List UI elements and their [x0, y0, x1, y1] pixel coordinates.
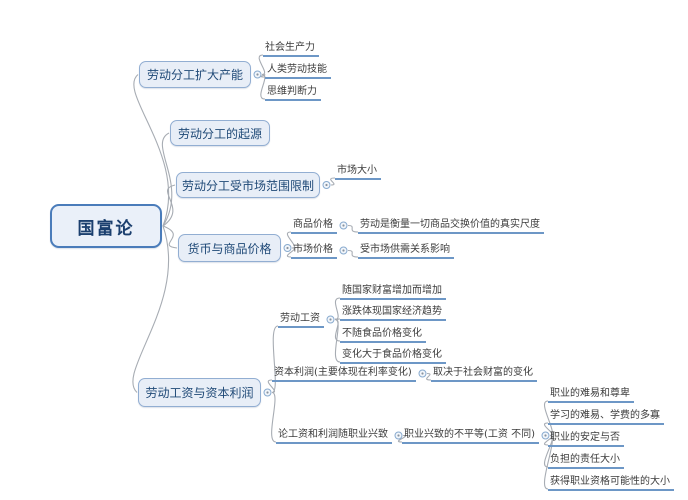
- branch-wages-and-capital-profit[interactable]: 劳动工资与资本利润: [138, 378, 261, 407]
- leaf-thinking-judgment[interactable]: 思维判断力: [265, 84, 321, 101]
- leaf-social-productivity[interactable]: 社会生产力: [263, 40, 319, 57]
- leaf-depends-on-social-wealth[interactable]: 取决于社会财富的变化: [431, 365, 537, 382]
- root-topic-wealth-of-nations[interactable]: 国富论: [50, 204, 162, 248]
- connector-line: [162, 184, 176, 227]
- leaf-increases-with-national-wealth[interactable]: 随国家财富增加而增加: [340, 283, 446, 300]
- collapse-icon-dot: [329, 318, 332, 321]
- connector-line: [347, 224, 359, 233]
- branch-division-of-labor-limited-by-market[interactable]: 劳动分工受市场范围限制: [176, 172, 320, 198]
- leaf-capital-profit-interest-rate[interactable]: 资本利润(主要体现在利率变化): [272, 365, 416, 382]
- collapse-icon[interactable]: [339, 221, 348, 230]
- branch-money-and-commodity-prices[interactable]: 货币与商品价格: [178, 234, 281, 262]
- leaf-changes-greater-than-food-prices[interactable]: 变化大于食品价格变化: [340, 347, 446, 364]
- leaf-affected-by-supply-demand[interactable]: 受市场供需关系影响: [358, 242, 454, 259]
- leaf-difficulty-and-status-of-occupation[interactable]: 职业的难易和尊卑: [548, 386, 634, 403]
- connector-line: [162, 225, 178, 249]
- collapse-icon[interactable]: [263, 388, 272, 397]
- connector-line: [161, 132, 173, 227]
- leaf-not-follow-food-prices[interactable]: 不随食品价格变化: [340, 326, 426, 343]
- leaf-commodity-price[interactable]: 商品价格: [291, 217, 337, 234]
- leaf-human-labor-skills[interactable]: 人类劳动技能: [265, 62, 331, 79]
- leaf-market-size[interactable]: 市场大小: [335, 163, 381, 180]
- leaf-reflects-economic-trend[interactable]: 涨跌体现国家经济趋势: [340, 304, 446, 321]
- leaf-occupation-stability[interactable]: 职业的安定与否: [548, 430, 624, 447]
- connector-line: [271, 325, 279, 394]
- leaf-occupation-inequality-wage-differs[interactable]: 职业兴致的不平等(工资 不同): [402, 427, 539, 444]
- collapse-icon-dot: [325, 183, 328, 187]
- leaf-chance-of-obtaining-qualification[interactable]: 获得职业资格可能性的大小: [548, 474, 674, 491]
- connector-line: [132, 225, 170, 393]
- branch-origin-of-division-of-labor[interactable]: 劳动分工的起源: [170, 120, 270, 146]
- branch-division-of-labor-expands-capacity[interactable]: 劳动分工扩大产能: [139, 61, 251, 88]
- collapse-icon-dot: [286, 246, 289, 250]
- leaf-labor-true-measure-of-value[interactable]: 劳动是衡量一切商品交换价值的真实尺度: [358, 217, 544, 234]
- collapse-icon[interactable]: [394, 431, 403, 440]
- collapse-icon-dot: [342, 224, 345, 227]
- connector-line: [347, 249, 359, 258]
- collapse-icon-dot: [421, 372, 424, 375]
- leaf-labor-wages[interactable]: 劳动工资: [278, 311, 324, 328]
- collapse-icon-dot: [544, 434, 547, 437]
- collapse-icon-dot: [256, 73, 259, 76]
- leaf-wages-profit-vary-by-occupation[interactable]: 论工资和利润随职业兴致: [276, 427, 392, 444]
- collapse-icon-dot: [397, 434, 400, 437]
- leaf-learning-difficulty-tuition[interactable]: 学习的难易、学费的多寡: [548, 408, 664, 425]
- collapse-icon-dot: [342, 249, 345, 252]
- collapse-icon[interactable]: [283, 244, 292, 252]
- collapse-icon[interactable]: [326, 315, 335, 324]
- collapse-icon[interactable]: [253, 70, 262, 79]
- collapse-icon[interactable]: [322, 181, 331, 189]
- collapse-icon-dot: [266, 391, 269, 394]
- leaf-size-of-responsibility[interactable]: 负担的责任大小: [548, 452, 624, 469]
- collapse-icon[interactable]: [418, 369, 427, 378]
- collapse-icon[interactable]: [339, 246, 348, 255]
- connector-line: [258, 54, 266, 76]
- leaf-market-price[interactable]: 市场价格: [291, 242, 337, 259]
